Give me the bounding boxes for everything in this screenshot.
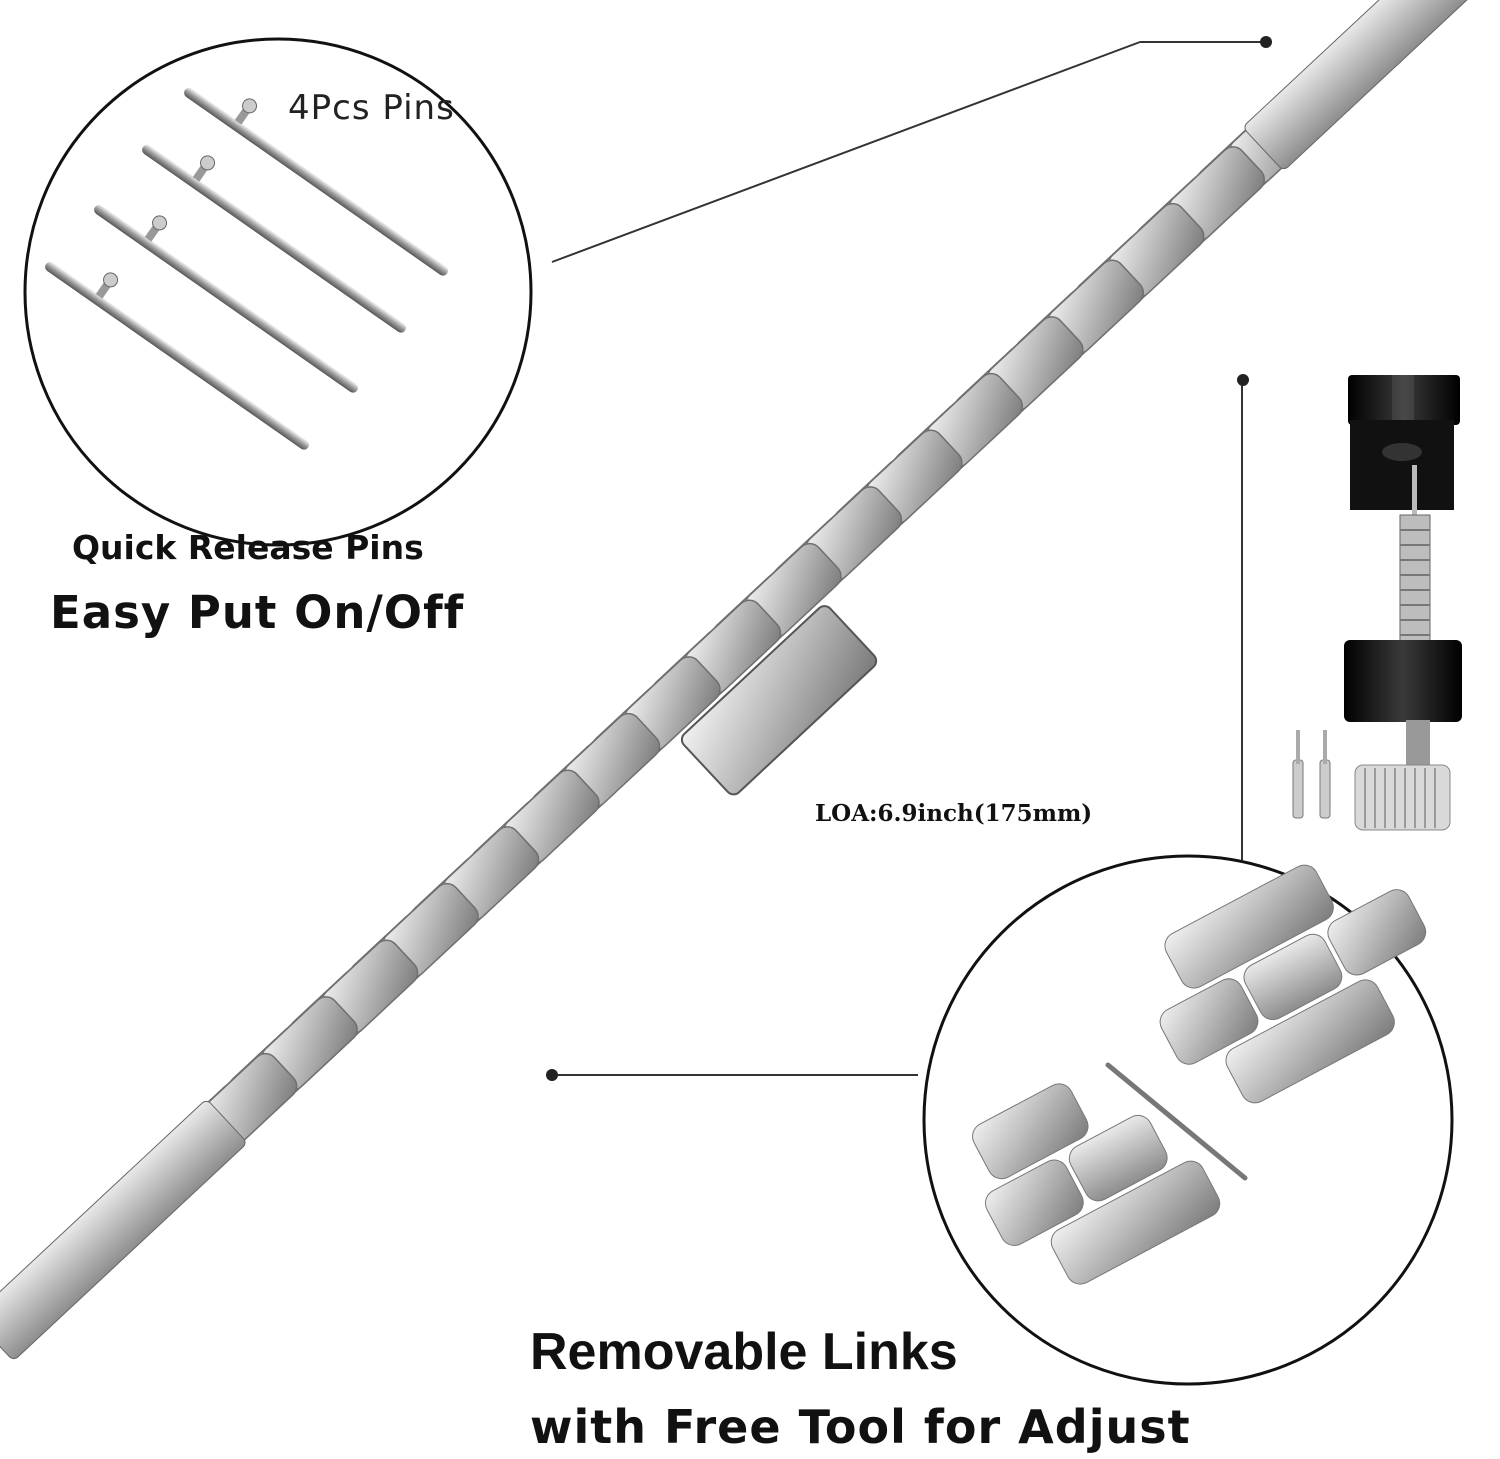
spring-bar-pin-icon [45,87,449,450]
quick-release-heading: Quick Release Pins [72,528,424,567]
removable-links-heading: Removable Links [530,1323,958,1381]
watch-band-icon [0,0,1500,1360]
pins-count-caption: 4Pcs Pins [288,88,455,128]
pins-detail-circle [23,37,533,547]
free-tool-heading: with Free Tool for Adjust [530,1400,1191,1454]
removable-link-icon [972,864,1427,1285]
easy-put-on-off-heading: Easy Put On/Off [50,586,465,639]
length-label: LOA:6.9inch(175mm) [815,800,1093,827]
link-adjust-tool-icon [1292,375,1462,831]
